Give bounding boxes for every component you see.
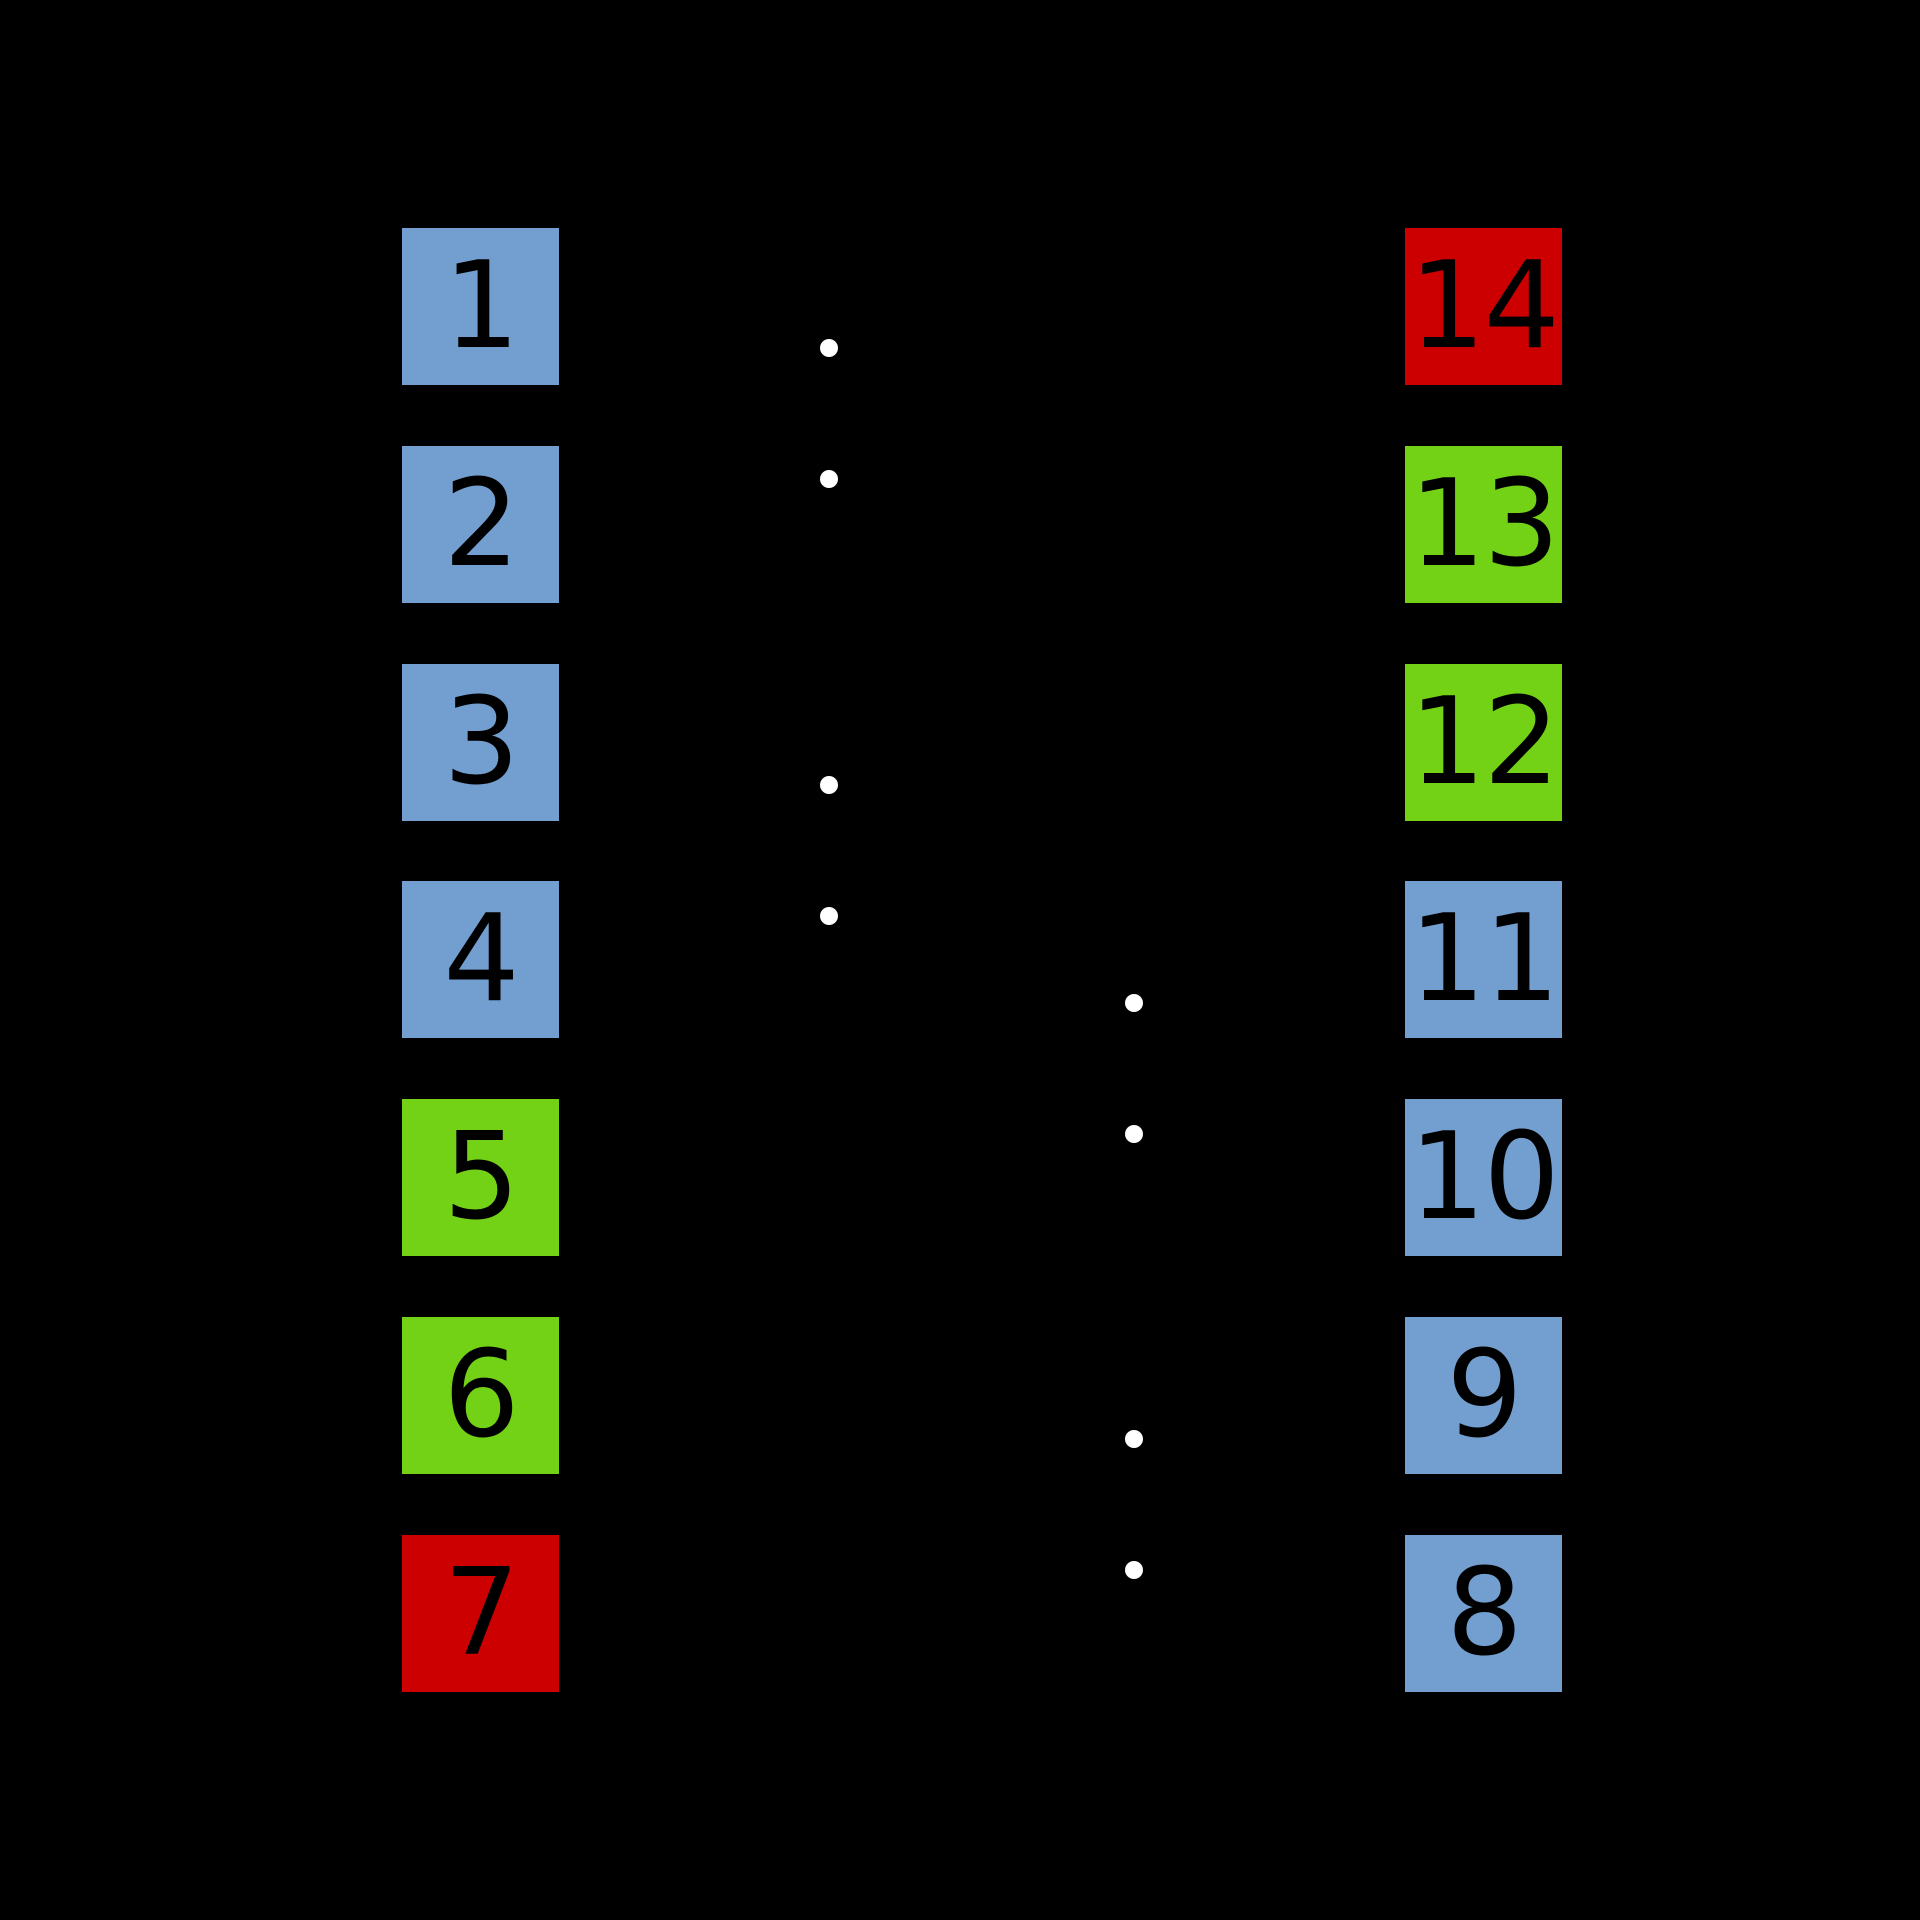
right-number-square-9: 9 xyxy=(1405,1317,1562,1474)
left-ellipsis-dot xyxy=(820,339,838,357)
right-number-square-11: 11 xyxy=(1405,881,1562,1038)
right-ellipsis-dot xyxy=(1125,994,1143,1012)
square-number-label: 13 xyxy=(1409,454,1560,594)
square-number-label: 10 xyxy=(1409,1107,1560,1247)
square-number-label: 14 xyxy=(1409,236,1560,376)
left-number-square-7: 7 xyxy=(402,1535,559,1692)
square-number-label: 3 xyxy=(443,672,519,812)
right-ellipsis-dot xyxy=(1125,1125,1143,1143)
square-number-label: 11 xyxy=(1409,889,1560,1029)
square-number-label: 7 xyxy=(443,1543,519,1683)
square-number-label: 1 xyxy=(443,236,519,376)
left-number-square-6: 6 xyxy=(402,1317,559,1474)
left-number-square-5: 5 xyxy=(402,1099,559,1256)
right-ellipsis-dot xyxy=(1125,1430,1143,1448)
square-number-label: 5 xyxy=(443,1107,519,1247)
right-number-square-13: 13 xyxy=(1405,446,1562,603)
square-number-label: 2 xyxy=(443,454,519,594)
square-number-label: 6 xyxy=(443,1325,519,1465)
square-number-label: 12 xyxy=(1409,672,1560,812)
right-ellipsis-dot xyxy=(1125,1561,1143,1579)
right-number-square-12: 12 xyxy=(1405,664,1562,821)
right-number-square-14: 14 xyxy=(1405,228,1562,385)
right-number-square-8: 8 xyxy=(1405,1535,1562,1692)
square-number-label: 8 xyxy=(1446,1543,1522,1683)
left-number-square-2: 2 xyxy=(402,446,559,603)
left-ellipsis-dot xyxy=(820,907,838,925)
square-number-label: 4 xyxy=(443,889,519,1029)
square-number-label: 9 xyxy=(1446,1325,1522,1465)
left-ellipsis-dot xyxy=(820,470,838,488)
left-ellipsis-dot xyxy=(820,776,838,794)
left-number-square-1: 1 xyxy=(402,228,559,385)
left-number-square-4: 4 xyxy=(402,881,559,1038)
right-number-square-10: 10 xyxy=(1405,1099,1562,1256)
left-number-square-3: 3 xyxy=(402,664,559,821)
